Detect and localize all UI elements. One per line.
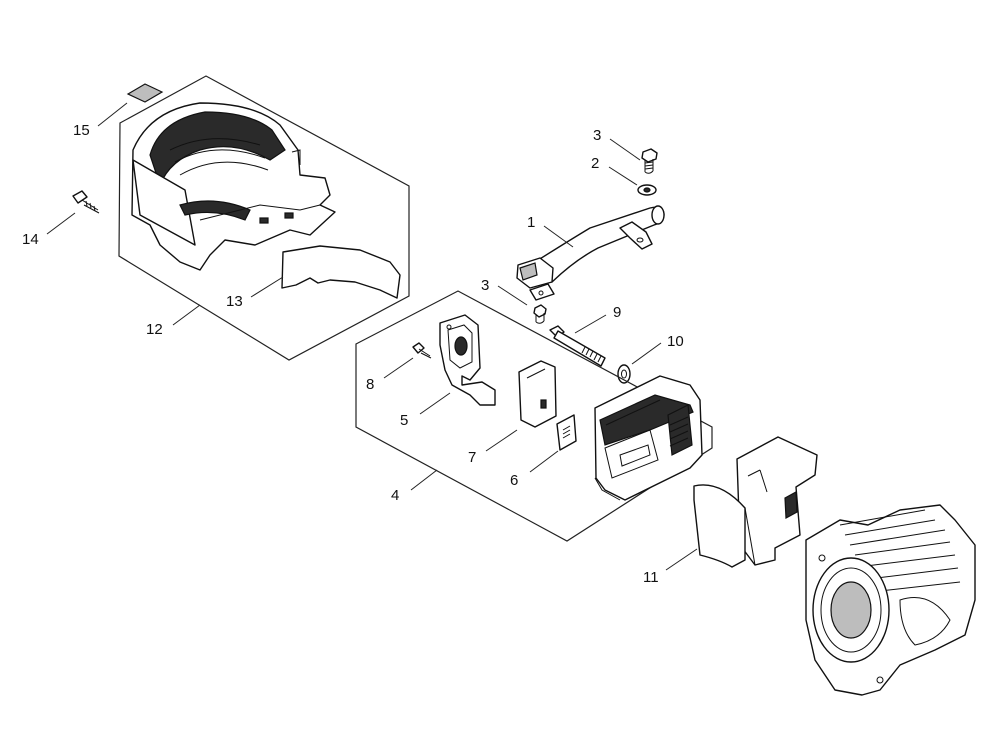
part-7-plate[interactable]	[518, 360, 557, 428]
callout-5: 5	[400, 412, 408, 429]
callout-2: 2	[591, 155, 599, 172]
part-3-bolt-lower[interactable]	[533, 304, 547, 324]
callout-11: 11	[643, 569, 659, 586]
callout-12: 12	[146, 321, 163, 338]
callout-9: 9	[613, 304, 621, 321]
part-5-gasket[interactable]	[439, 314, 496, 406]
part-13-sheet[interactable]	[281, 245, 401, 299]
part-2-washer[interactable]	[637, 184, 657, 196]
muffler-assembly-frame	[355, 290, 713, 542]
muffler-body[interactable]	[594, 375, 703, 501]
part-9-long-bolt[interactable]	[549, 325, 606, 367]
callout-14: 14	[22, 231, 39, 248]
engine-cylinder	[805, 504, 976, 696]
callout-10: 10	[667, 333, 684, 350]
part-12-cover[interactable]	[131, 102, 336, 271]
part-8-screw[interactable]	[412, 342, 432, 359]
callout-13: 13	[226, 293, 243, 310]
callout-8: 8	[366, 376, 374, 393]
part-15-label[interactable]	[126, 83, 164, 103]
callout-4: 4	[391, 487, 399, 504]
callout-3-top: 3	[593, 127, 601, 144]
callout-6: 6	[510, 472, 518, 489]
cover-assembly-frame	[118, 75, 410, 361]
leader-lines	[46, 102, 698, 571]
part-11-heat-shield[interactable]	[693, 436, 818, 568]
part-14-screw[interactable]	[72, 190, 100, 214]
part-6-screen[interactable]	[556, 414, 577, 451]
callout-15: 15	[73, 122, 90, 139]
part-3-bolt-top[interactable]	[641, 148, 658, 174]
callout-1: 1	[527, 214, 535, 231]
part-1-exhaust-pipe[interactable]	[516, 205, 665, 301]
callout-7: 7	[468, 449, 476, 466]
callout-3-lower: 3	[481, 277, 489, 294]
